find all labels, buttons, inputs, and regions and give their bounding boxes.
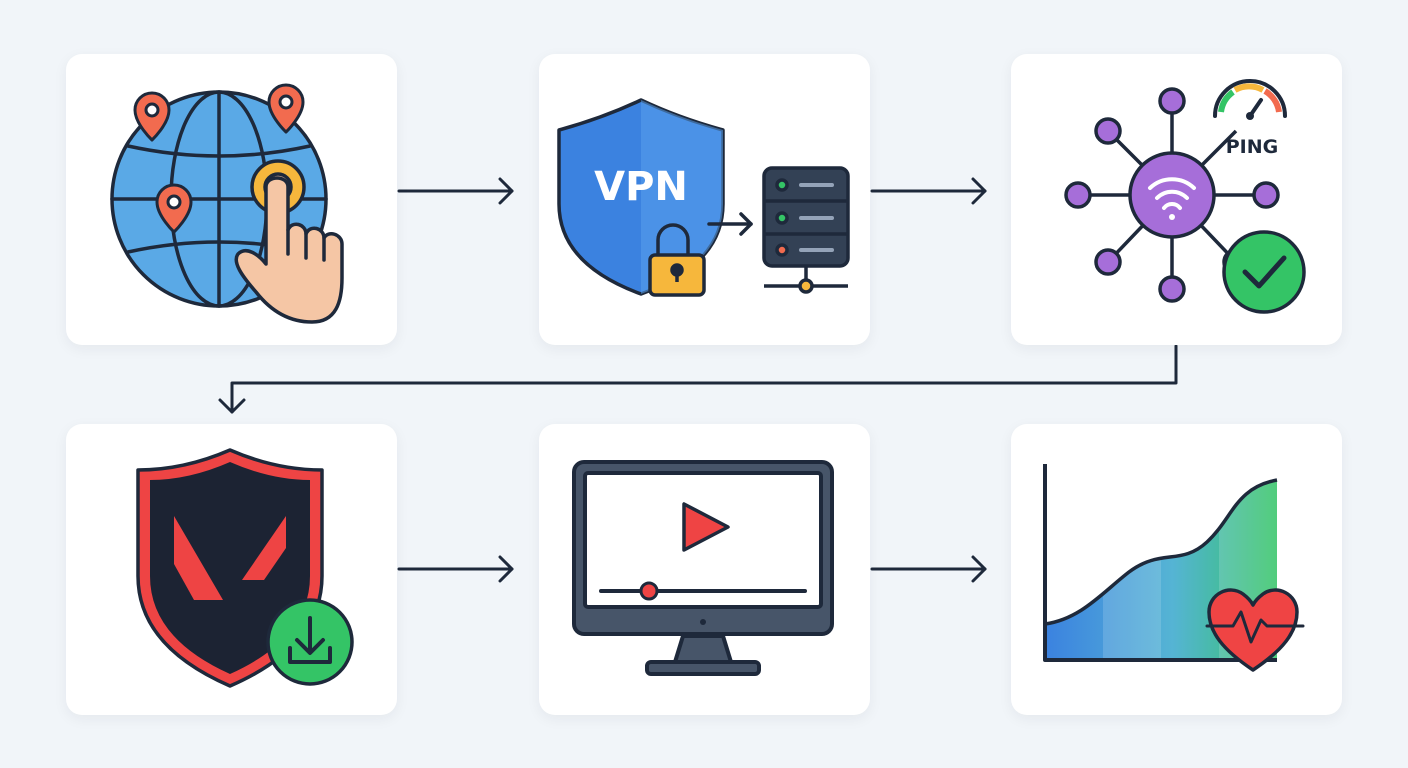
server-rack-icon [762, 166, 850, 294]
check-circle-icon [1222, 230, 1306, 314]
wifi-icon [1148, 177, 1196, 220]
step-card-stream-video [539, 424, 870, 715]
vpn-label: VPN [594, 164, 688, 210]
speed-gauge-icon: PING [1213, 79, 1287, 158]
location-pin-icon [155, 183, 193, 234]
arrow-step2-to-step3 [870, 177, 987, 205]
monitor-play-icon [572, 460, 834, 676]
video-progress-bar [599, 581, 807, 601]
arrow-step4-to-step5 [397, 555, 514, 583]
network-hub-ping-icon: PING [1064, 79, 1306, 314]
performance-chart-heart-icon [1043, 464, 1305, 672]
step-card-connect-vpn: VPN [539, 54, 870, 345]
play-icon [682, 502, 730, 552]
step-card-check-ping: PING [1011, 54, 1342, 345]
location-pin-icon [133, 91, 171, 142]
padlock-icon [648, 223, 706, 297]
pointing-hand-icon [234, 159, 344, 324]
location-pin-icon [267, 83, 305, 134]
arrow-step5-to-step6 [870, 555, 987, 583]
heart-pulse-icon [1205, 588, 1305, 672]
arrow-step3-to-step4 [218, 344, 1178, 414]
game-shield-download-icon [136, 448, 354, 688]
step-card-monitor-performance [1011, 424, 1342, 715]
step-card-select-location [66, 54, 397, 345]
ping-label: PING [1226, 136, 1279, 158]
step-card-download-game [66, 424, 397, 715]
vpn-shield-server-icon: VPN [557, 98, 850, 297]
vpn-shield-icon: VPN [557, 98, 725, 296]
globe-with-location-pins-icon [110, 83, 344, 324]
arrow-step1-to-step2 [397, 177, 514, 205]
download-icon [266, 598, 354, 686]
